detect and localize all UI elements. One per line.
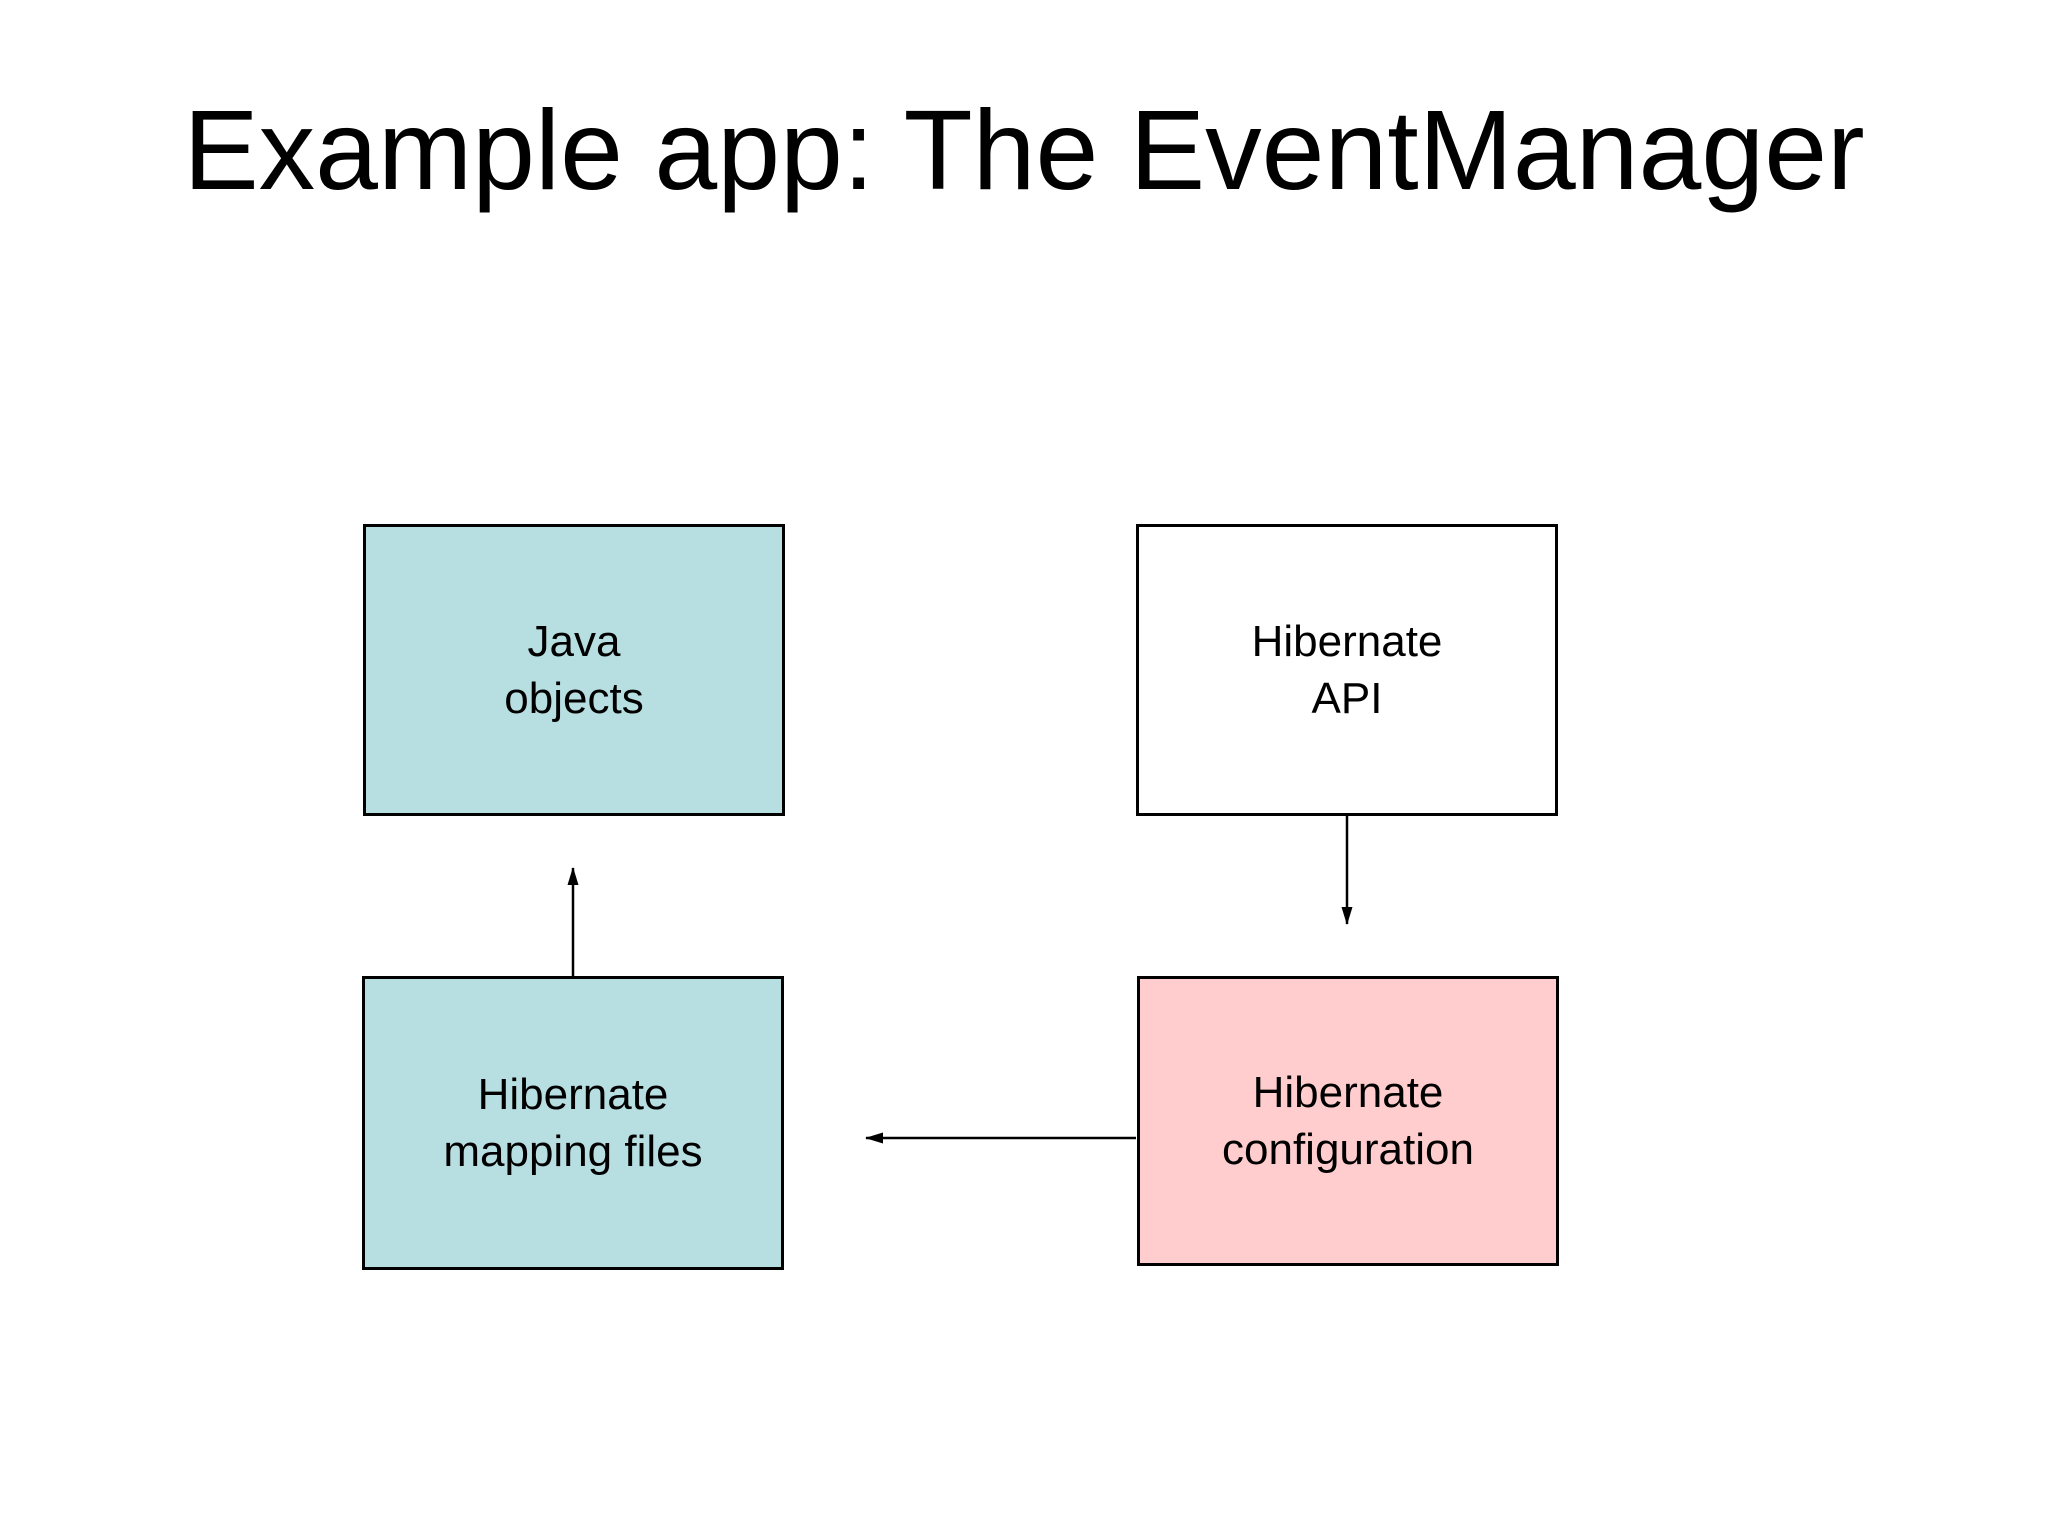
box-label-line: Java	[527, 616, 621, 666]
box-hibernate-api: Hibernate API	[1136, 524, 1558, 816]
box-label-line: Hibernate	[1251, 616, 1443, 666]
slide-title: Example app: The EventManager	[183, 87, 1865, 213]
box-label-line: objects	[504, 674, 644, 723]
box-label-line: Hibernate	[477, 1069, 669, 1119]
box-hibernate-configuration: Hibernate configuration	[1137, 976, 1559, 1266]
box-label-line: configuration	[1222, 1125, 1474, 1174]
box-label-line: API	[1311, 674, 1383, 723]
box-label-line: Hibernate	[1252, 1067, 1444, 1117]
box-label-line: mapping files	[443, 1127, 703, 1176]
box-java-objects: Java objects	[363, 524, 785, 816]
box-hibernate-mapping-files: Hibernate mapping files	[362, 976, 784, 1270]
